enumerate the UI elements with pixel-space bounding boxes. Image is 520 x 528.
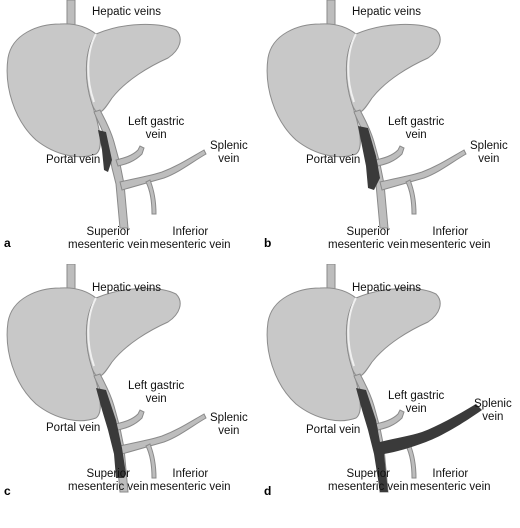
superior-mesenteric-vein-label: Superior mesenteric vein <box>328 468 409 493</box>
thrombus <box>98 130 112 172</box>
inferior-mesenteric-vein-label: Inferior mesenteric vein <box>150 468 231 493</box>
panel-b: Hepatic veins Left gastric vein Splenic … <box>260 0 520 264</box>
hepatic-veins-label: Hepatic veins <box>352 282 422 294</box>
liver-left-lobe <box>85 287 181 377</box>
hepatic-veins-label: Hepatic veins <box>352 6 422 18</box>
left-gastric-vein-label: Left gastric vein <box>388 116 445 141</box>
panel-c: Hepatic veins Left gastric vein Splenic … <box>0 264 260 528</box>
liver-right-lobe <box>266 287 361 422</box>
liver-left-lobe <box>345 23 441 113</box>
panel-letter: b <box>264 236 272 250</box>
liver-left-lobe <box>85 23 181 113</box>
panel-d: Hepatic veins Left gastric vein Splenic … <box>260 264 520 528</box>
inferior-mesenteric-vein <box>145 443 157 479</box>
inferior-mesenteric-vein-label: Inferior mesenteric vein <box>150 226 231 251</box>
inferior-mesenteric-vein-label: Inferior mesenteric vein <box>410 468 491 493</box>
superior-mesenteric-vein-label: Superior mesenteric vein <box>68 468 149 493</box>
splenic-vein-label: Splenic vein <box>210 412 248 437</box>
liver-right-lobe <box>6 23 101 158</box>
portal-venous-diagram <box>6 264 207 493</box>
portal-venous-diagram <box>266 0 467 229</box>
superior-mesenteric-vein-label: Superior mesenteric vein <box>328 226 409 251</box>
inferior-mesenteric-vein-label: Inferior mesenteric vein <box>410 226 491 251</box>
splenic-vein-label: Splenic vein <box>474 398 512 423</box>
portal-smv-trunk <box>93 109 129 229</box>
thrombus <box>358 126 380 190</box>
splenic-vein-label: Splenic vein <box>210 140 248 165</box>
liver-left-lobe <box>345 287 441 377</box>
thrombus <box>356 388 482 492</box>
thrombus <box>96 388 126 478</box>
inferior-mesenteric-vein <box>145 179 157 215</box>
splenic-vein-label: Splenic vein <box>470 140 508 165</box>
inferior-mesenteric-vein <box>405 443 417 479</box>
portal-vein-label: Portal vein <box>46 422 101 434</box>
panel-letter: d <box>264 484 272 498</box>
left-gastric-vein-label: Left gastric vein <box>128 380 185 405</box>
left-gastric-vein <box>115 409 145 431</box>
liver-right-lobe <box>266 23 361 158</box>
inferior-mesenteric-vein <box>405 179 417 215</box>
portal-vein-label: Portal vein <box>46 154 101 166</box>
portal-vein-label: Portal vein <box>306 424 361 436</box>
superior-mesenteric-vein-label: Superior mesenteric vein <box>68 226 149 251</box>
left-gastric-vein-label: Left gastric vein <box>128 116 185 141</box>
panel-letter: a <box>4 236 11 250</box>
hepatic-veins-label: Hepatic veins <box>92 6 162 18</box>
hepatic-veins-label: Hepatic veins <box>92 282 162 294</box>
portal-smv-trunk <box>353 109 389 229</box>
left-gastric-vein-label: Left gastric vein <box>388 390 445 415</box>
left-gastric-vein <box>115 145 145 167</box>
panel-a: Hepatic veins Left gastric vein Splenic … <box>0 0 260 264</box>
liver-right-lobe <box>6 287 101 422</box>
portal-venous-diagram <box>266 264 482 493</box>
panel-letter: c <box>4 484 11 498</box>
portal-vein-label: Portal vein <box>306 154 361 166</box>
left-gastric-vein <box>375 409 405 431</box>
portal-venous-diagram <box>6 0 207 229</box>
left-gastric-vein <box>375 145 405 167</box>
